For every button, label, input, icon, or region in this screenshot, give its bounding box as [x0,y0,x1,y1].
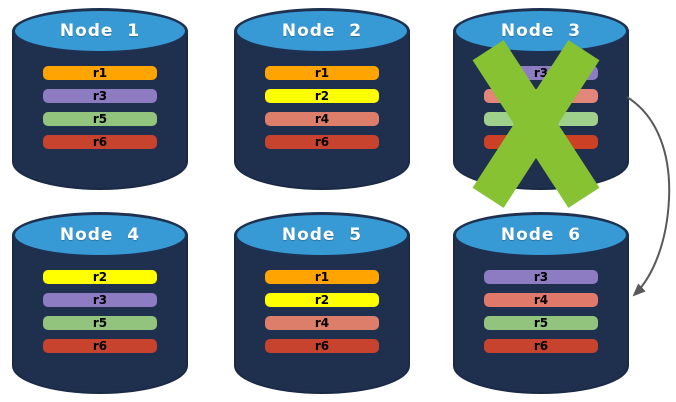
node-6-replicas: r3 r4 r5 r6 [453,270,629,362]
node-3-cylinder-top: Node 3 [453,8,629,54]
node-4-replicas: r2 r3 r5 r6 [12,270,188,362]
replica-bar-r5: r5 [43,316,157,330]
node-3: Node 3 r3 r4 r5 r6 [453,8,629,208]
node-1: Node 1 r1 r3 r5 r6 [12,8,188,190]
replica-label: r4 [314,316,330,330]
node-4: Node 4 r2 r3 r5 r6 [12,212,188,394]
node-3-title: Node 3 [500,20,582,41]
replica-label: r5 [92,316,108,330]
node-6-cylinder-top: Node 6 [453,212,629,258]
node-5-cylinder-body [234,234,410,394]
replica-label: r2 [92,270,108,284]
replica-label: r6 [92,135,108,149]
node-2-title: Node 2 [281,20,363,41]
node-2: Node 2 r1 r2 r4 r6 [234,8,410,190]
replica-label: r4 [314,112,330,126]
replica-bar-r6: r6 [43,339,157,353]
replica-label: r5 [533,316,549,330]
replica-bar-r5: r5 [484,316,598,330]
replica-bar-r2: r2 [265,89,379,103]
replica-bar-r3: r3 [43,89,157,103]
replica-bar-r1: r1 [265,270,379,284]
replica-bar-r3: r3 [484,270,598,284]
replica-label: r2 [314,89,330,103]
replica-label: r2 [314,293,330,307]
replica-bar-r4: r4 [484,293,598,307]
node-5-cylinder-top: Node 5 [234,212,410,258]
node-6: Node 6 r3 r4 r5 r6 [453,212,629,394]
node-2-cylinder-body [234,30,410,190]
node-5-replicas: r1 r2 r4 r6 [234,270,410,362]
replica-label: r4 [533,293,549,307]
replica-bar-r6: r6 [265,135,379,149]
node-4-cylinder-body [12,234,188,394]
node-4-title: Node 4 [59,224,141,245]
node-failure-cross-icon [472,39,600,208]
replica-bar-r1: r1 [265,66,379,80]
replica-bar-r3: r3 [43,293,157,307]
node-1-cylinder-top: Node 1 [12,8,188,54]
node-5-title: Node 5 [281,224,363,245]
replica-label: r3 [92,293,108,307]
replica-label: r6 [314,339,330,353]
replica-bar-r1: r1 [43,66,157,80]
replica-label: r3 [533,270,549,284]
replica-bar-r2: r2 [43,270,157,284]
replica-bar-r2: r2 [265,293,379,307]
replica-bar-r4: r4 [265,112,379,126]
replica-label: r6 [533,339,549,353]
replica-label: r5 [92,112,108,126]
replica-bar-r4: r4 [265,316,379,330]
node-6-cylinder-body [453,234,629,394]
node-1-replicas: r1 r3 r5 r6 [12,66,188,158]
replica-bar-r6: r6 [265,339,379,353]
replica-label: r6 [314,135,330,149]
node-2-replicas: r1 r2 r4 r6 [234,66,410,158]
replica-label: r3 [92,89,108,103]
replica-bar-r6: r6 [484,339,598,353]
replica-bar-r5: r5 [43,112,157,126]
replica-bar-r6: r6 [43,135,157,149]
node-4-cylinder-top: Node 4 [12,212,188,258]
node-2-cylinder-top: Node 2 [234,8,410,54]
replica-label: r1 [314,66,330,80]
failover-arrow-path [626,96,671,297]
node-1-title: Node 1 [59,20,141,41]
replica-label: r1 [314,270,330,284]
node-5: Node 5 r1 r2 r4 r6 [234,212,410,394]
node-6-title: Node 6 [500,224,582,245]
replica-label: r1 [92,66,108,80]
replica-label: r6 [92,339,108,353]
